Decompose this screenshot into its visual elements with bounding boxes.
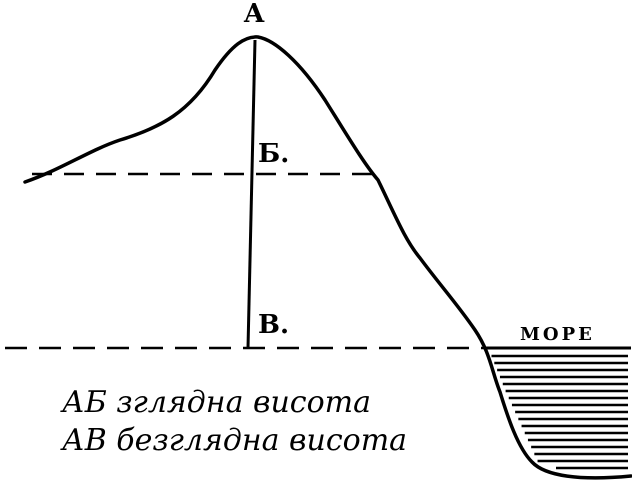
legend-line-1: АБ зглядна висота [60, 385, 371, 420]
height-line [246, 39, 257, 349]
point-b-label: Б. [258, 139, 289, 169]
point-v-label: В. [258, 310, 289, 340]
legend-line-2: АВ безглядна висота [60, 423, 407, 458]
mountain-profile [23, 35, 632, 480]
sea-label: МОРЕ [520, 324, 595, 345]
point-a-label: A [243, 0, 265, 29]
sea-hatching [491, 354, 628, 470]
